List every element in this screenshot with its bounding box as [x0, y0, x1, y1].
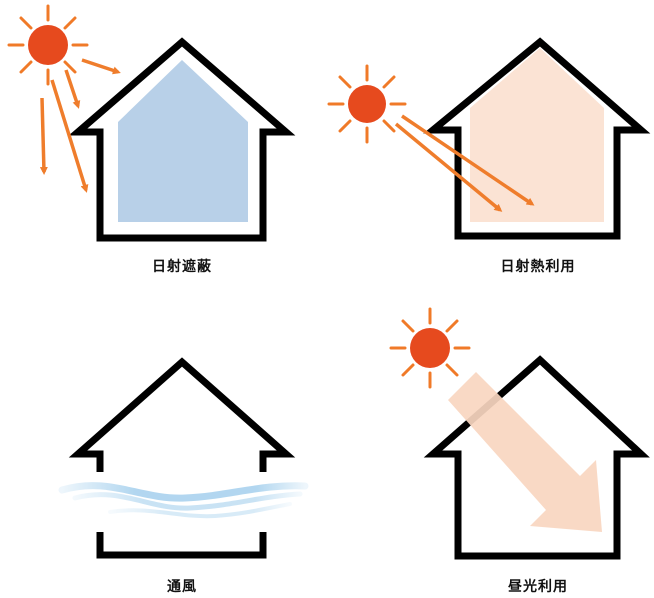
panel-solar-shading	[7, 4, 296, 242]
label-solar-shading: 日射遮蔽	[152, 259, 212, 275]
panel-daylight-use	[389, 307, 650, 560]
house-outline	[423, 37, 651, 240]
house-outline-upper	[68, 357, 296, 472]
house-outline	[68, 37, 296, 242]
label-daylight-use: 昼光利用	[508, 579, 568, 595]
reflected-sun-arrows	[39, 58, 121, 193]
label-solar-heat-gain: 日射熱利用	[500, 259, 576, 275]
daylight-beam	[448, 372, 602, 532]
wind-icon	[58, 482, 309, 519]
house-outline	[423, 355, 650, 560]
sun-icon	[389, 307, 471, 389]
shaded-interior	[118, 60, 248, 222]
panel-ventilation	[58, 357, 309, 559]
sun-icon	[327, 64, 407, 144]
house-outline-lower	[96, 532, 267, 559]
panel-solar-heat-gain	[327, 37, 651, 240]
warm-interior	[470, 48, 604, 222]
incoming-sun-arrows	[394, 114, 535, 212]
label-ventilation: 通風	[167, 579, 197, 595]
sun-icon	[7, 4, 89, 86]
